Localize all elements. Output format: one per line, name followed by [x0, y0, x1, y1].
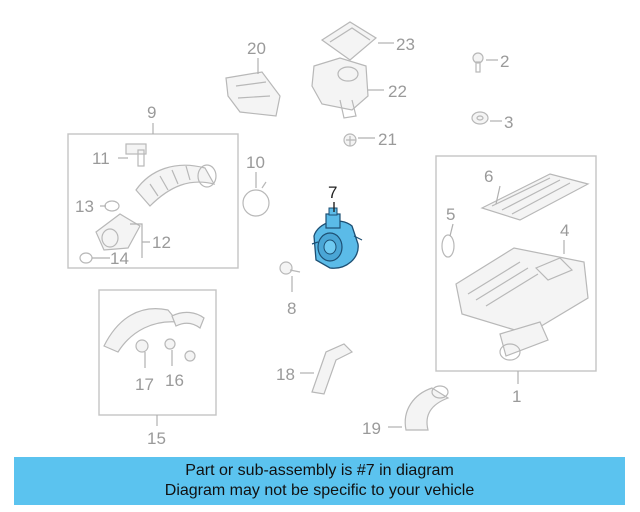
callout-5: 5	[446, 205, 455, 224]
callout-7: 7	[328, 183, 337, 202]
callout-18: 18	[276, 365, 295, 384]
part-17-clip[interactable]	[135, 339, 149, 353]
part-22-housing[interactable]	[311, 57, 369, 119]
part-1-air-cleaner[interactable]	[455, 247, 589, 361]
part-12-throttle[interactable]	[95, 213, 141, 251]
group-box-1	[435, 155, 597, 372]
callout-19: 19	[362, 419, 381, 438]
part-18-tube[interactable]	[311, 343, 354, 395]
part-14-gasket[interactable]	[79, 252, 93, 264]
part-19-hose[interactable]	[404, 385, 450, 431]
part-16-fastener[interactable]	[164, 338, 196, 362]
callout-21: 21	[378, 130, 397, 149]
part-10-clamp[interactable]	[242, 181, 270, 217]
callout-4: 4	[560, 221, 569, 240]
part-3-grommet[interactable]	[471, 111, 489, 125]
banner-disclaimer: Diagram may not be specific to your vehi…	[164, 482, 475, 499]
banner-part-note: Part or sub-assembly is #7 in diagram	[185, 462, 454, 479]
part-13-ring[interactable]	[104, 200, 120, 212]
part-6-filter[interactable]	[480, 173, 590, 221]
callout-6: 6	[484, 167, 493, 186]
callout-23: 23	[396, 35, 415, 54]
callout-11: 11	[92, 149, 110, 168]
part-11-sensor[interactable]	[125, 143, 147, 167]
leader-5	[449, 223, 454, 237]
part-23-lid[interactable]	[320, 21, 378, 61]
callout-12: 12	[152, 233, 171, 252]
part-21-bolt[interactable]	[343, 133, 357, 147]
callout-13: 13	[75, 197, 94, 216]
info-banner: Part or sub-assembly is #7 in diagram Di…	[14, 457, 625, 505]
part-15-hose[interactable]	[103, 308, 205, 353]
callout-14: 14	[110, 249, 129, 268]
callout-3: 3	[504, 113, 513, 132]
part-8-bolt[interactable]	[279, 261, 301, 275]
part-7-mass-air-flow-sensor[interactable]	[311, 207, 363, 269]
callout-15: 15	[147, 429, 166, 448]
leader-6	[495, 185, 501, 205]
callout-20: 20	[247, 39, 266, 58]
callout-10: 10	[246, 153, 265, 172]
callout-1: 1	[512, 387, 521, 406]
callout-9: 9	[147, 103, 156, 122]
part-2-clip[interactable]	[472, 52, 484, 73]
callout-16: 16	[165, 371, 184, 390]
part-9-intake-duct[interactable]	[135, 164, 217, 207]
part-5-seal[interactable]	[441, 234, 455, 258]
callout-8: 8	[287, 299, 296, 318]
leader-12	[130, 223, 150, 258]
callout-17: 17	[135, 375, 154, 394]
parts-diagram: 1 2 3 4 5 6 7 8 9 10 11 12 13 14 15 16 1…	[67, 21, 597, 448]
callout-2: 2	[500, 52, 509, 71]
callout-22: 22	[388, 82, 407, 101]
part-20-bracket[interactable]	[225, 71, 281, 117]
